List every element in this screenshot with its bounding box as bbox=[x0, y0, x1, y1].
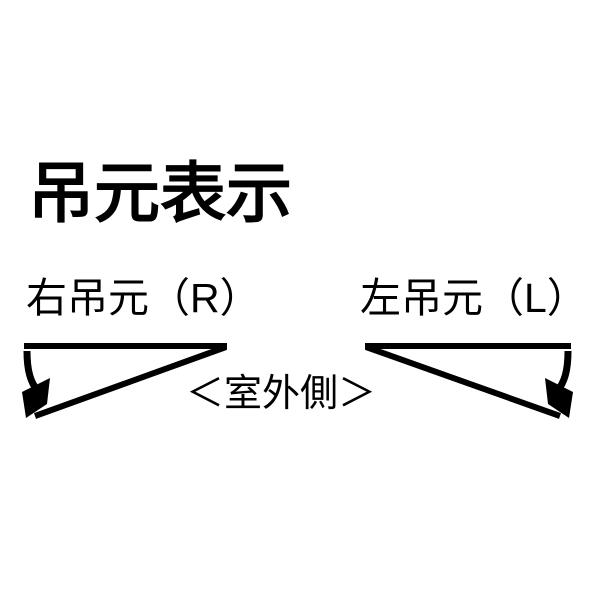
left-panel-swing-arrow-shaft bbox=[553, 350, 572, 396]
left-hinge-label: 左吊元（L） bbox=[360, 275, 588, 321]
left-panel-swing-arrow-head bbox=[545, 378, 573, 418]
right-panel-swing-arrow-head bbox=[22, 378, 50, 418]
outdoor-side-caption: ＜室外側＞ bbox=[186, 373, 377, 415]
right-panel-swing-arrow-shaft bbox=[23, 350, 42, 396]
left-hinge-panel-art bbox=[364, 343, 573, 419]
left-panel-leaf-line bbox=[364, 344, 562, 419]
page-title: 吊元表示 bbox=[28, 156, 292, 230]
right-hinge-label: 右吊元（R） bbox=[26, 275, 261, 321]
